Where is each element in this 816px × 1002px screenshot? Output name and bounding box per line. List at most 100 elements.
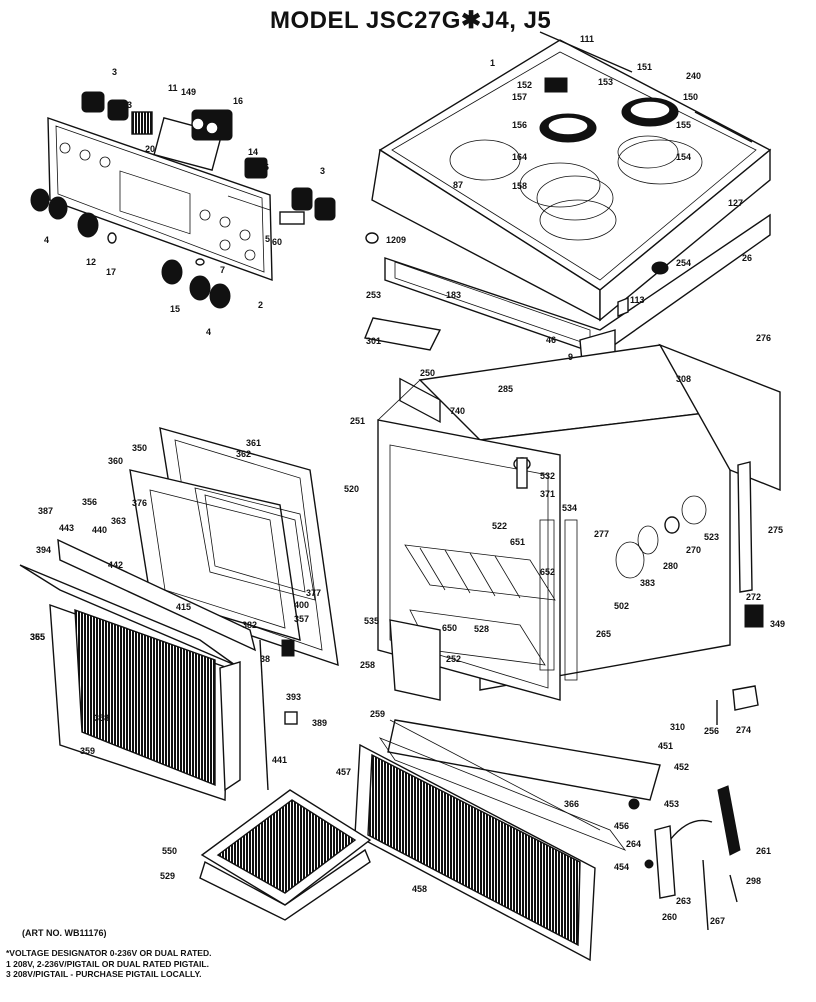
storage-drawer [354,719,661,962]
callout: 400 [294,600,309,610]
callout: 26 [742,253,752,263]
callout: 270 [686,545,701,555]
callout: 740 [450,406,465,416]
callout: 349 [770,619,785,629]
callout: 87 [453,180,463,190]
callout: 15 [170,304,180,314]
callout: 363 [111,516,126,526]
callout: 149 [181,87,196,97]
callout: 46 [546,335,556,345]
callout: 357 [294,614,309,624]
callout: 38 [260,654,270,664]
callout: 456 [614,821,629,831]
callout: 60 [272,237,282,247]
callout: 254 [676,258,691,268]
callout: 376 [132,498,147,508]
callout: 298 [746,876,761,886]
oven-door-assembly [19,427,339,801]
callout: 151 [637,62,652,72]
callout: 265 [596,629,611,639]
knobs [30,188,231,309]
callout: 535 [364,616,379,626]
callout: 158 [512,181,527,191]
callout: 651 [510,537,525,547]
callout: 9 [568,352,573,362]
callout: 111 [580,34,594,44]
callout: 156 [512,120,527,130]
callout: 252 [446,654,461,664]
callout: 157 [512,92,527,102]
callout: 650 [442,623,457,633]
callout: 502 [614,601,629,611]
control-panel-assembly [47,91,336,282]
callout: 164 [512,152,527,162]
callout: 377 [306,588,321,598]
hinge-and-latch-parts [628,604,764,931]
callout: 263 [676,896,691,906]
callout: 183 [446,290,461,300]
callout: 154 [676,152,691,162]
callout: 361 [246,438,261,448]
callout: 415 [176,602,191,612]
callout: 440 [92,525,107,535]
callout: 2 [258,300,263,310]
callout: 280 [663,561,678,571]
callout: 152 [517,80,532,90]
callout: 387 [38,506,53,516]
callout: 275 [768,525,783,535]
callout: 113 [630,295,645,305]
callout: 4 [44,235,49,245]
callout: 20 [145,144,155,154]
callout: 14 [248,147,258,157]
callout: 127 [728,198,743,208]
callout: 5 [265,234,270,244]
note-line: *VOLTAGE DESIGNATOR 0-236V OR DUAL RATED… [6,948,212,958]
note-line: 1 208V, 2-236V/PIGTAIL OR DUAL RATED PIG… [6,958,209,969]
callout: 260 [662,912,677,922]
callout: 267 [710,916,725,926]
callout: 1209 [386,235,406,245]
callout: 16 [233,96,243,106]
callout: 6 [264,162,269,172]
oven-cabinet [377,343,781,701]
callout: 277 [594,529,609,539]
callout: 451 [658,741,673,751]
callout: 251 [350,416,365,426]
callout: 382 [242,620,257,630]
callout: 652 [540,567,555,577]
callout: 534 [562,503,577,513]
callout: 274 [736,725,751,735]
callout: 383 [640,578,655,588]
callout: 150 [683,92,698,102]
callout: 155 [676,120,691,130]
callout: 362 [236,449,251,459]
callout: 523 [704,532,719,542]
callout: 3 [320,166,325,176]
callout: 1 [490,58,495,68]
callout: 443 [59,523,74,533]
voltage-notes: *VOLTAGE DESIGNATOR 0-236V OR DUAL RATED… [6,948,296,980]
callout: 441 [272,755,287,765]
callout: 389 [312,718,327,728]
diagram-title: MODEL JSC27G✱J4, J5 [270,7,552,34]
callout: 458 [412,884,427,894]
callout: 520 [344,484,359,494]
callout: 529 [160,871,175,881]
callout: 264 [626,839,641,849]
callout: 3 [112,67,117,77]
callout: 365 [30,632,45,642]
callout: 17 [106,267,116,277]
callout: 366 [564,799,579,809]
callout: 453 [664,799,679,809]
callout: 253 [366,290,381,300]
callout: 393 [286,692,301,702]
art-number: (ART NO. WB11176) [22,928,107,938]
callout: 259 [370,709,385,719]
callout: 454 [614,862,629,872]
callout: 532 [540,471,555,481]
callout: 301 [366,336,381,346]
callout: 276 [756,333,771,343]
callout: 359 [80,746,95,756]
